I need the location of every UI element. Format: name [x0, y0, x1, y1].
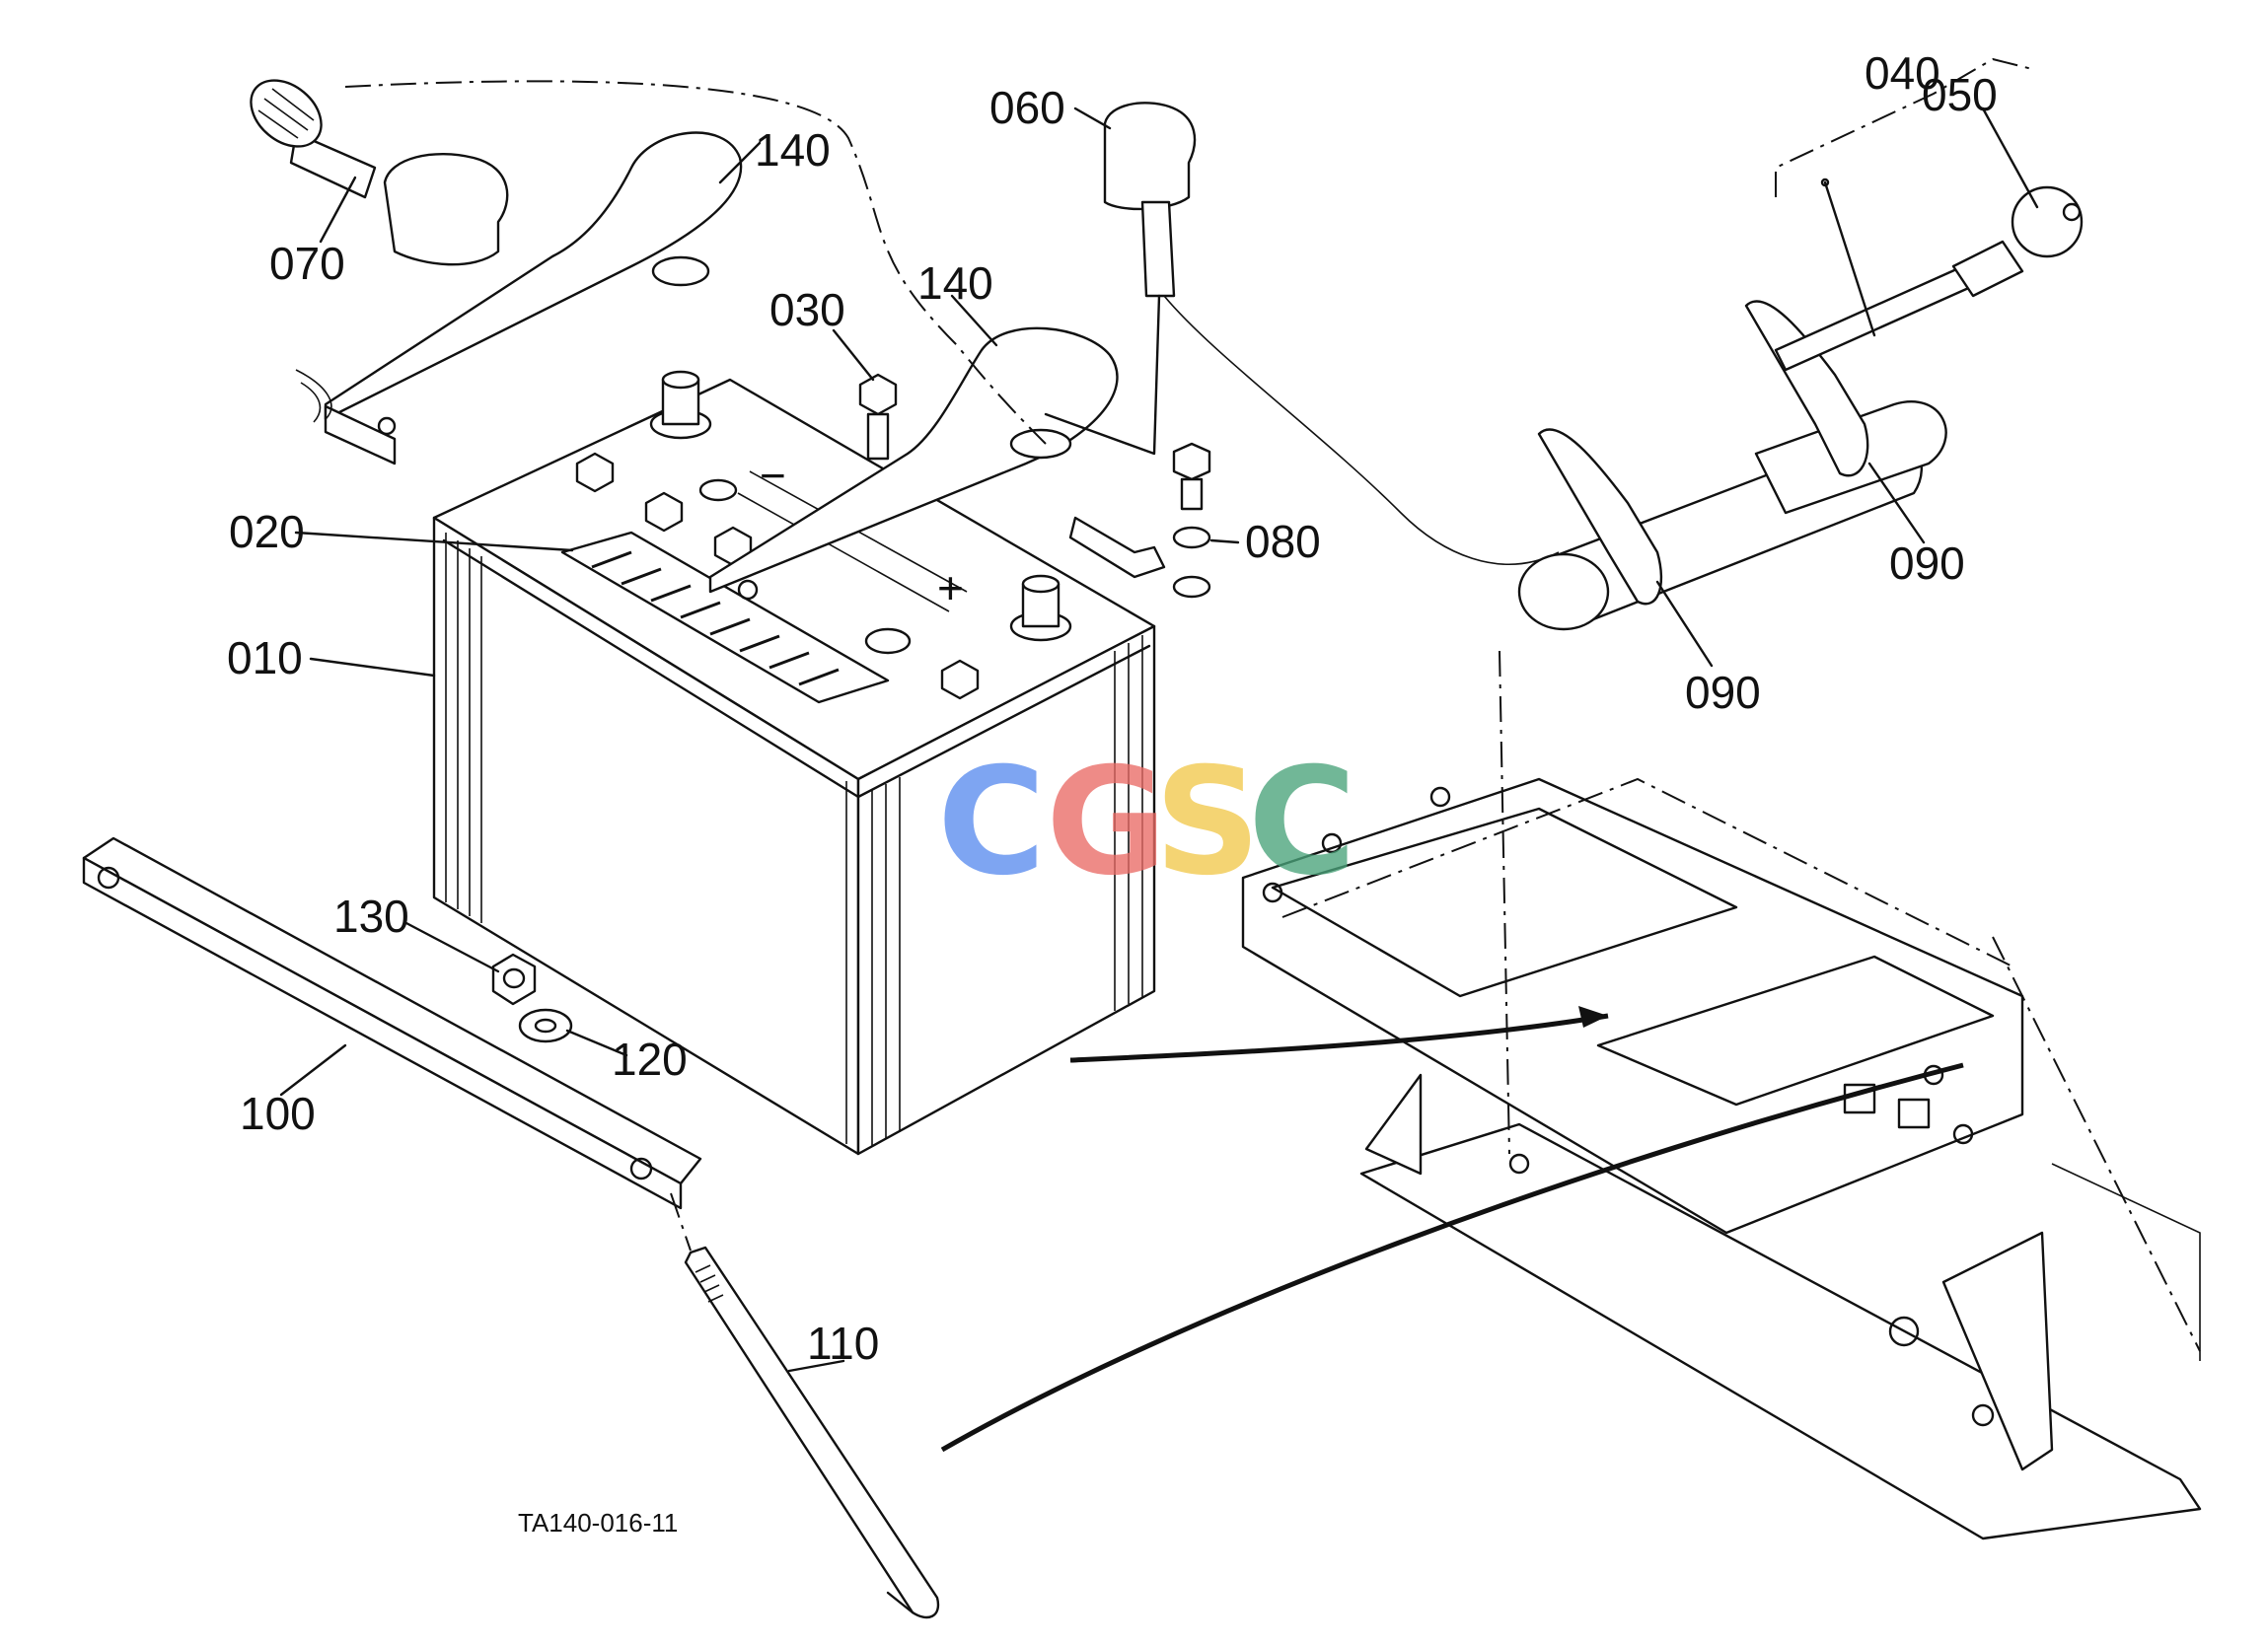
hold-down-washer	[518, 1008, 573, 1043]
battery-tray	[1241, 650, 2202, 1540]
label-part-020: 020	[229, 506, 305, 557]
watermark: C G S C	[937, 737, 1356, 908]
hold-down-nut	[491, 953, 537, 1006]
watermark-letter-2: G	[1046, 737, 1167, 908]
warning-label	[560, 531, 890, 704]
negative-terminal	[649, 370, 712, 440]
label-part-120: 120	[612, 1034, 688, 1085]
vent-plug-bolt	[858, 373, 898, 461]
negative-mark: −	[760, 450, 786, 501]
vent-caps	[575, 452, 980, 700]
cable-clamp-assembly	[1517, 57, 2084, 631]
terminal-cover-positive	[1103, 102, 1197, 298]
hold-down-bar	[82, 836, 702, 1210]
label-part-080: 080	[1245, 516, 1321, 567]
label-part-140-center: 140	[917, 257, 993, 309]
label-part-090-left: 090	[1685, 667, 1761, 718]
terminal-bolt	[1068, 442, 1211, 599]
positive-terminal	[1009, 574, 1072, 642]
cable-strap-center	[708, 326, 1119, 601]
label-part-050: 050	[1922, 69, 1998, 120]
label-part-090-right: 090	[1889, 537, 1965, 589]
cable-strap-left	[324, 131, 743, 465]
label-part-140-left: 140	[755, 124, 831, 176]
terminal-cover-negative	[250, 79, 509, 423]
label-part-030: 030	[769, 284, 845, 335]
drawing-code: TA140-016-11	[518, 1508, 678, 1538]
label-part-040: 040	[1865, 47, 1940, 99]
watermark-letter-3: S	[1154, 737, 1261, 908]
hold-down-j-bolt	[670, 1192, 940, 1619]
label-part-070: 070	[269, 238, 345, 289]
watermark-letter-4: C	[1248, 737, 1356, 908]
battery: − +	[432, 370, 1156, 1156]
label-part-010: 010	[227, 632, 303, 683]
label-part-060: 060	[989, 82, 1065, 133]
watermark-letter-1: C	[937, 737, 1046, 908]
label-part-100: 100	[240, 1088, 316, 1139]
leader-lines	[279, 107, 2039, 1373]
label-part-110: 110	[807, 1318, 879, 1369]
label-part-130: 130	[333, 891, 409, 942]
